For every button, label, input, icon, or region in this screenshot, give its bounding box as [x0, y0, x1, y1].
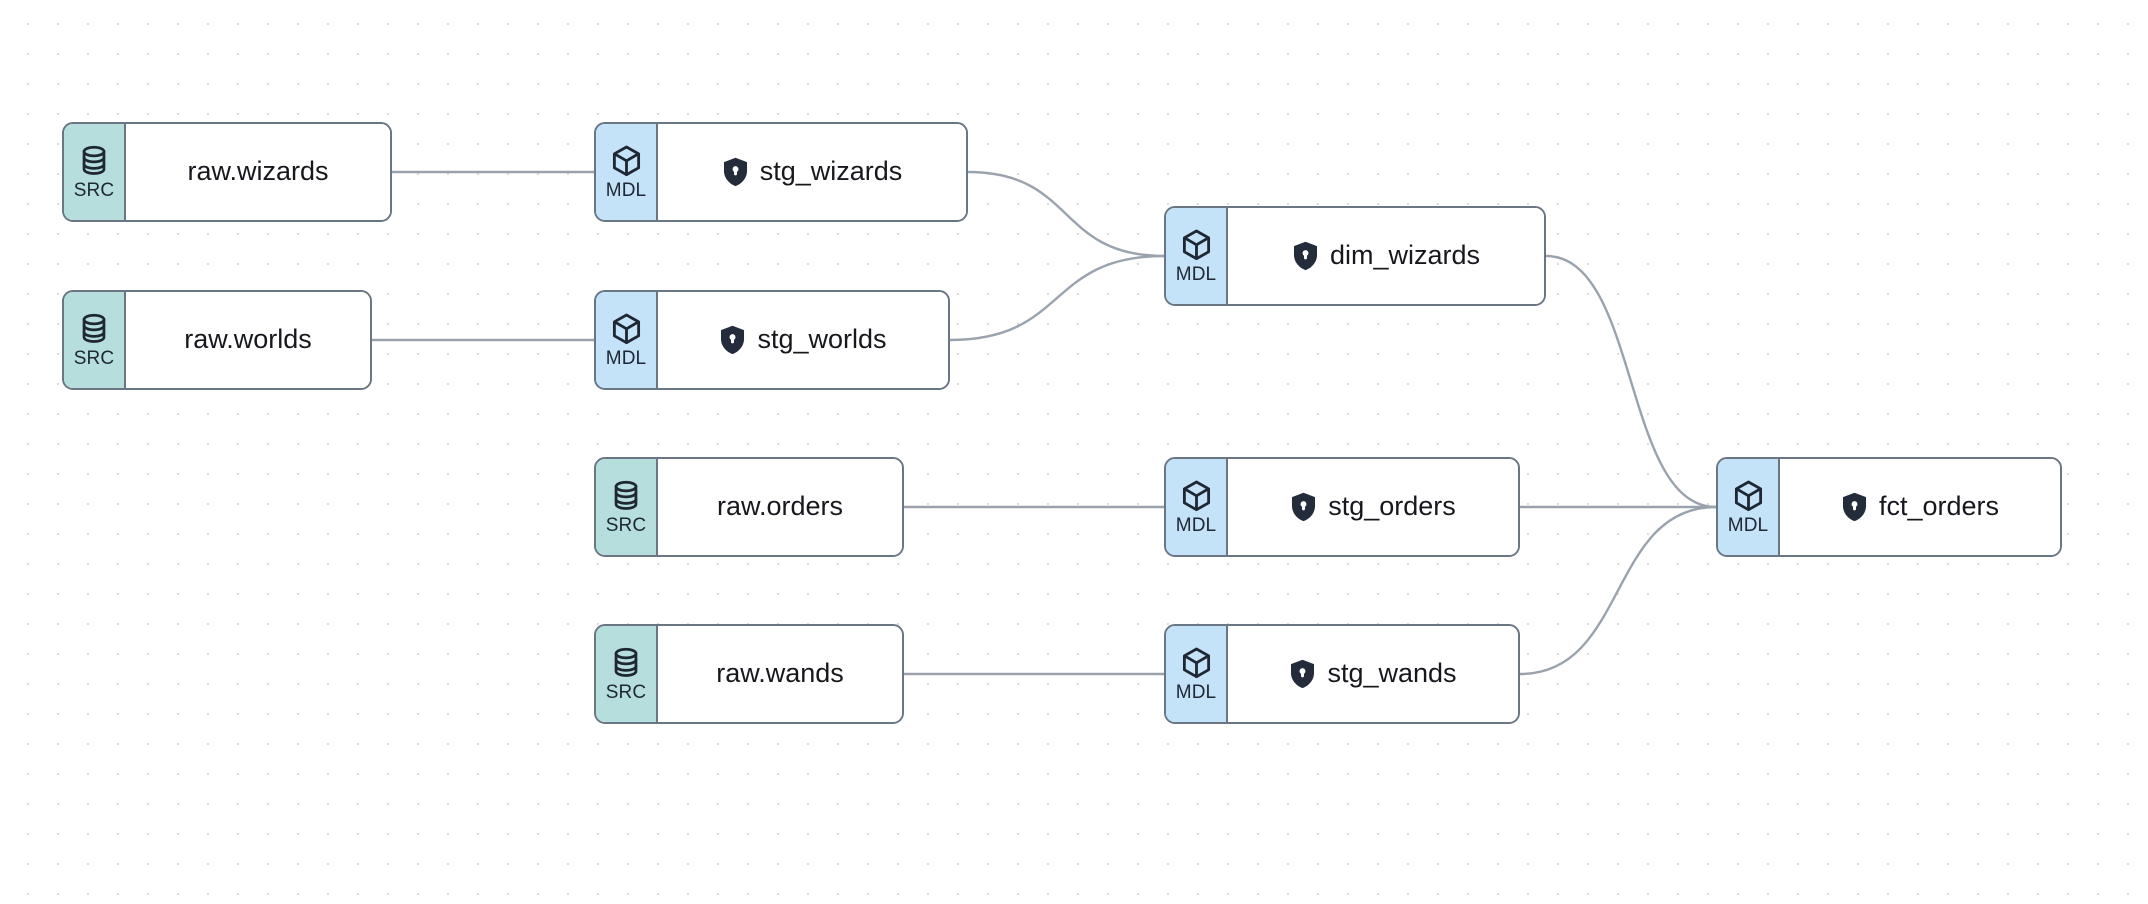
node-type-badge-src: SRC: [596, 626, 658, 722]
node-body: dim_wizards: [1228, 208, 1544, 304]
node-type-badge-mdl: MDL: [596, 124, 658, 220]
node-stg_wizards[interactable]: MDL stg_wizards: [594, 122, 968, 222]
cube-icon: [610, 144, 643, 179]
cube-icon: [1180, 228, 1213, 263]
node-type-label: MDL: [1175, 515, 1217, 536]
node-raw_worlds[interactable]: SRC raw.worlds: [62, 290, 372, 390]
node-type-badge-mdl: MDL: [1166, 626, 1228, 722]
node-type-label: SRC: [605, 514, 647, 536]
node-body: stg_wizards: [658, 124, 966, 220]
node-label: stg_orders: [1328, 491, 1456, 522]
cube-icon: [610, 312, 643, 347]
node-body: raw.wands: [658, 626, 902, 722]
node-label: raw.orders: [716, 491, 844, 522]
cube-icon: [1732, 479, 1765, 514]
shield-lock-icon: [722, 157, 749, 187]
node-type-badge-mdl: MDL: [1166, 208, 1228, 304]
node-raw_wands[interactable]: SRC raw.wands: [594, 624, 904, 724]
shield-lock-icon: [1289, 659, 1316, 689]
node-type-badge-mdl: MDL: [1166, 459, 1228, 555]
node-body: stg_worlds: [658, 292, 948, 388]
node-label: dim_wizards: [1329, 240, 1481, 271]
node-stg_wands[interactable]: MDL stg_wands: [1164, 624, 1520, 724]
node-body: raw.orders: [658, 459, 902, 555]
node-label: raw.wands: [716, 658, 844, 689]
edge-stg_worlds-to-dim_wizards[interactable]: [948, 254, 1166, 342]
node-type-label: MDL: [1175, 682, 1217, 703]
database-icon: [78, 145, 110, 179]
database-icon: [610, 647, 642, 681]
node-stg_orders[interactable]: MDL stg_orders: [1164, 457, 1520, 557]
database-icon: [610, 480, 642, 514]
node-type-label: MDL: [1727, 515, 1769, 536]
edge-dim_wizards-to-fct_orders[interactable]: [1544, 254, 1718, 509]
node-type-label: MDL: [1175, 264, 1217, 285]
node-stg_worlds[interactable]: MDL stg_worlds: [594, 290, 950, 390]
node-label: stg_wizards: [759, 156, 903, 187]
node-type-label: MDL: [605, 180, 647, 201]
shield-lock-icon: [1841, 492, 1868, 522]
node-label: raw.wizards: [187, 156, 329, 187]
node-raw_orders[interactable]: SRC raw.orders: [594, 457, 904, 557]
node-fct_orders[interactable]: MDL fct_orders: [1716, 457, 2062, 557]
node-raw_wizards[interactable]: SRC raw.wizards: [62, 122, 392, 222]
node-type-badge-src: SRC: [64, 124, 126, 220]
node-type-label: SRC: [73, 179, 115, 201]
node-type-badge-mdl: MDL: [1718, 459, 1780, 555]
node-type-label: SRC: [605, 681, 647, 703]
node-dim_wizards[interactable]: MDL dim_wizards: [1164, 206, 1546, 306]
cube-icon: [1180, 479, 1213, 514]
node-label: fct_orders: [1878, 491, 2000, 522]
shield-lock-icon: [1292, 241, 1319, 271]
node-type-badge-src: SRC: [64, 292, 126, 388]
node-body: raw.worlds: [126, 292, 370, 388]
node-body: fct_orders: [1780, 459, 2060, 555]
node-label: stg_worlds: [757, 324, 887, 355]
node-label: raw.worlds: [184, 324, 312, 355]
node-body: stg_wands: [1228, 626, 1518, 722]
node-body: stg_orders: [1228, 459, 1518, 555]
node-body: raw.wizards: [126, 124, 390, 220]
node-type-badge-mdl: MDL: [596, 292, 658, 388]
node-label: stg_wands: [1327, 658, 1457, 689]
database-icon: [78, 313, 110, 347]
edge-stg_wizards-to-dim_wizards[interactable]: [966, 170, 1166, 258]
shield-lock-icon: [719, 325, 746, 355]
node-type-badge-src: SRC: [596, 459, 658, 555]
cube-icon: [1180, 646, 1213, 681]
shield-lock-icon: [1290, 492, 1317, 522]
node-type-label: MDL: [605, 348, 647, 369]
node-type-label: SRC: [73, 347, 115, 369]
edge-stg_wands-to-fct_orders[interactable]: [1518, 505, 1718, 676]
